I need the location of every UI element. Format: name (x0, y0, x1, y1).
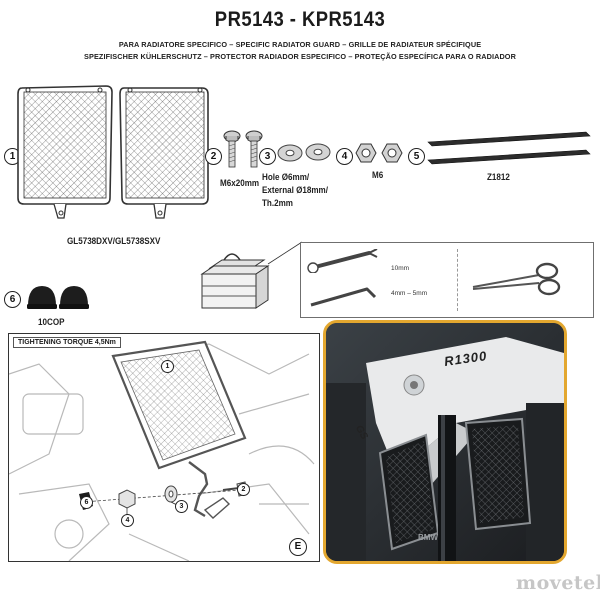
part-3-number: 3 (259, 148, 276, 165)
part-3-label-line-1: Hole Ø6mm/ (262, 172, 310, 183)
assembly-detail-panel: TIGHTENING TORQUE 4,5Nm 1 2 3 4 6 E (8, 333, 320, 562)
assembly-step-letter: E (289, 538, 307, 556)
assembly-illustration (9, 340, 315, 561)
part-3-label-line-2: External Ø18mm/ (262, 185, 328, 196)
radiator-guard-grilles-illustration (17, 85, 209, 219)
tools-panel: 10mm 4mm – 5mm (300, 242, 594, 318)
m6-screws-icon (223, 130, 263, 168)
allen-key-icon (310, 287, 377, 307)
assembly-callout-3: 3 (175, 500, 188, 513)
watermark-text: movetek (516, 572, 600, 594)
part-6-number: 6 (4, 291, 21, 308)
assembly-callout-6: 6 (80, 496, 93, 509)
assembly-callout-1: 1 (161, 360, 174, 373)
wrench-size-label: 10mm (391, 265, 410, 272)
tools-divider (457, 249, 458, 311)
part-4-number: 4 (336, 148, 353, 165)
right-grille (119, 87, 209, 219)
washers-icon (277, 143, 331, 162)
scissors-icon (472, 262, 561, 296)
part-3-label-line-3: Th.2mm (262, 198, 293, 209)
part-2-number: 2 (205, 148, 222, 165)
subtitle-line-2: SPEZIFISCHER KÜHLERSCHUTZ – PROTECTOR RA… (84, 52, 516, 61)
part-5-label: Z1812 (487, 172, 510, 183)
allen-key-size-label: 4mm – 5mm (391, 290, 428, 297)
part-5-number: 5 (408, 148, 425, 165)
left-grille (17, 85, 113, 219)
page-title: PR5143 - KPR5143 (214, 8, 386, 31)
toolbox-icon (200, 241, 303, 309)
installed-guard-photo: R1300 GS BMW (323, 320, 567, 564)
tightening-torque-label: TIGHTENING TORQUE 4,5Nm (13, 337, 121, 348)
assembly-callout-2: 2 (237, 483, 250, 496)
protective-caps-icon (27, 286, 89, 309)
assembly-callout-4: 4 (121, 514, 134, 527)
adhesive-strips-icon (427, 131, 591, 165)
wrench-icon (307, 249, 378, 273)
brand-text: BMW (418, 533, 438, 542)
m6-nuts-icon (355, 143, 403, 163)
motorcycle-photo-illustration (326, 323, 564, 561)
part-6-label: 10COP (38, 317, 65, 328)
part-1-label: GL5738DXV/GL5738SXV (67, 236, 161, 247)
part-4-label: M6 (372, 170, 384, 181)
subtitle-line-1: PARA RADIATORE SPECIFICO – SPECIFIC RADI… (118, 40, 482, 49)
part-2-label: M6x20mm (220, 178, 260, 189)
